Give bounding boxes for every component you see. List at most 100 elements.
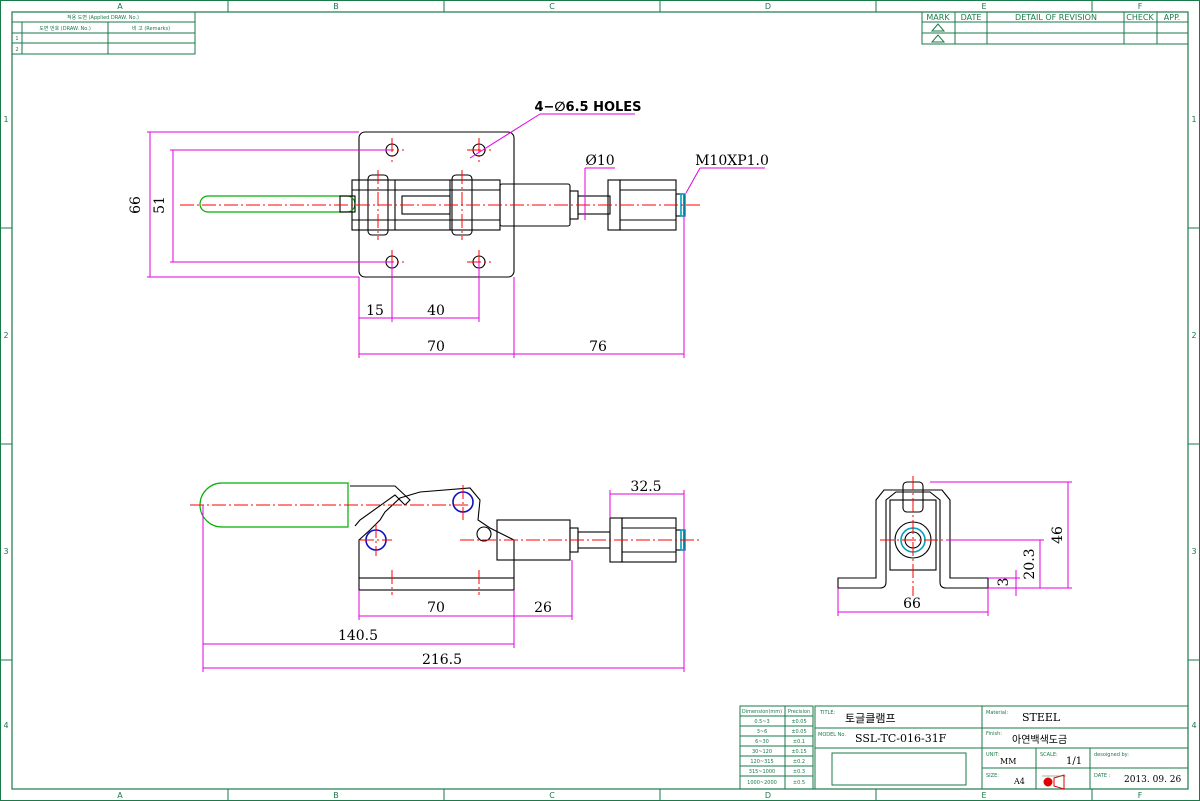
- unit-value: MM: [1000, 757, 1016, 766]
- dim-66-end: 66: [903, 596, 921, 612]
- top-view-dimensions: 66 51 15 40 70 76 Ø10 M10XP1.0 4−∅6.5 HO…: [128, 100, 769, 358]
- zone-right-4: 4: [1191, 721, 1196, 730]
- revision-triangle-icon: [930, 34, 946, 43]
- zone-bottom-a: A: [117, 791, 123, 800]
- finish-value: 아연백색도금: [1012, 734, 1067, 746]
- tolerance-grid: [740, 715, 813, 777]
- dim-70-top: 70: [427, 339, 445, 355]
- dim-15: 15: [366, 303, 384, 319]
- ref-table-row1: 1: [15, 36, 18, 42]
- title-value: 토글클램프: [845, 712, 896, 725]
- dim-26: 26: [534, 600, 552, 616]
- reference-table: 적용 도면 (Applied DRAW. No.) 도면 번호 (DRAW. N…: [11, 11, 196, 55]
- side-base-plate: [358, 577, 515, 591]
- tol-cell: 0.5~3: [754, 719, 769, 725]
- dim-140-5: 140.5: [338, 628, 378, 644]
- scale-label: SCALE:: [1040, 752, 1058, 758]
- end-view-dimensions: 66 46 20.3 3: [837, 481, 1072, 616]
- zone-bottom-c: C: [549, 791, 555, 800]
- model-value: SSL-TC-016-31F: [855, 732, 947, 745]
- zone-right-1: 1: [1191, 115, 1196, 124]
- tol-cell: 120~315: [750, 759, 773, 765]
- zone-bottom-d: D: [765, 791, 771, 800]
- projection-symbol-icon: [1042, 774, 1066, 790]
- rev-header-app: APP.: [1164, 13, 1180, 22]
- tol-cell: ±0.3: [793, 769, 805, 775]
- ref-table-col2: 비 고 (Remarks): [132, 25, 170, 32]
- end-view: [837, 476, 989, 596]
- date-label: DATE :: [1094, 773, 1111, 779]
- side-view-dimensions: 32.5 70 26 140.5 216.5: [202, 479, 685, 672]
- drawing-number-box: [831, 752, 967, 786]
- title-label: TITLE:: [819, 710, 836, 716]
- zone-bottom-f: F: [1138, 791, 1143, 800]
- dim-32-5: 32.5: [630, 479, 661, 495]
- dim-51: 51: [152, 196, 168, 214]
- tol-cell: 1000~2000: [747, 780, 777, 786]
- dim-46: 46: [1050, 526, 1066, 544]
- dim-216-5: 216.5: [422, 652, 462, 668]
- tol-header-prec: Precision: [788, 709, 810, 715]
- side-view: [190, 482, 700, 595]
- tolerance-table: Dimension(mm) Precision 0.5~3 ±0.05 3~6 …: [739, 705, 814, 790]
- zone-top-b: B: [333, 2, 339, 11]
- tol-cell: 30~120: [752, 749, 772, 755]
- designed-label: desoigned by:: [1094, 752, 1129, 758]
- mounting-holes: [385, 143, 486, 269]
- zone-bottom-b: B: [333, 791, 339, 800]
- tol-cell: ±0.2: [793, 759, 805, 765]
- holes-callout: 4−∅6.5 HOLES: [534, 100, 641, 115]
- ref-table-row2: 2: [15, 47, 18, 53]
- title-block: TITLE: 토글클램프 MODEL No. SSL-TC-016-31F Ma…: [814, 705, 1189, 790]
- top-view: [180, 131, 700, 278]
- zone-top-f: F: [1138, 2, 1143, 11]
- rev-header-date: DATE: [961, 13, 982, 22]
- size-label: SIZE:: [986, 773, 999, 779]
- material-label: Material:: [986, 710, 1008, 716]
- zone-top-d: D: [765, 2, 771, 11]
- tol-cell: ±0.05: [791, 719, 806, 725]
- end-bracket: [837, 489, 989, 589]
- ref-table-title: 적용 도면 (Applied DRAW. No.): [67, 14, 139, 21]
- tol-cell: ±0.05: [791, 729, 806, 735]
- side-handle-grip: [199, 482, 349, 528]
- clamp-body: [358, 487, 515, 578]
- dim-20-3: 20.3: [1022, 548, 1038, 579]
- scale-value: 1/1: [1066, 756, 1082, 767]
- dim-40: 40: [427, 303, 445, 319]
- tol-cell: 315~1000: [749, 769, 775, 775]
- dim-3: 3: [996, 578, 1012, 587]
- zone-left-2: 2: [3, 331, 8, 340]
- tol-cell: ±0.5: [793, 780, 805, 786]
- zone-top-e: E: [981, 2, 986, 11]
- zone-right-2: 2: [1191, 331, 1196, 340]
- tol-cell: 3~6: [757, 729, 768, 735]
- finish-label: Finish:: [986, 731, 1002, 737]
- zone-left-4: 4: [3, 721, 8, 730]
- model-label: MODEL No.: [818, 732, 846, 738]
- tol-cell: ±0.1: [793, 739, 805, 745]
- revision-triangle-icon: [930, 23, 946, 32]
- dim-66-top: 66: [128, 196, 144, 214]
- tol-cell: 6~30: [755, 739, 769, 745]
- unit-label: UNIT:: [986, 752, 999, 758]
- zone-bottom-e: E: [981, 791, 986, 800]
- zone-left-1: 1: [3, 115, 8, 124]
- date-value: 2013. 09. 26: [1124, 775, 1182, 785]
- zone-right-3: 3: [1191, 547, 1196, 556]
- rev-header-detail: DETAIL OF REVISION: [1015, 13, 1097, 22]
- tol-cell: ±0.15: [791, 749, 806, 755]
- size-value: A4: [1013, 777, 1025, 786]
- handle-grip: [199, 195, 356, 213]
- zone-labels: A B C D E F A B C D E F 1 2 3 4 1 2 3 4: [3, 2, 1196, 800]
- zone-left-3: 3: [3, 547, 8, 556]
- rev-header-mark: MARK: [926, 13, 950, 22]
- zone-top-c: C: [549, 2, 555, 11]
- thread-callout: M10XP1.0: [695, 153, 769, 169]
- dim-76: 76: [589, 339, 607, 355]
- zone-top-a: A: [117, 2, 123, 11]
- dim-70-side: 70: [427, 600, 445, 616]
- material-value: STEEL: [1022, 711, 1061, 724]
